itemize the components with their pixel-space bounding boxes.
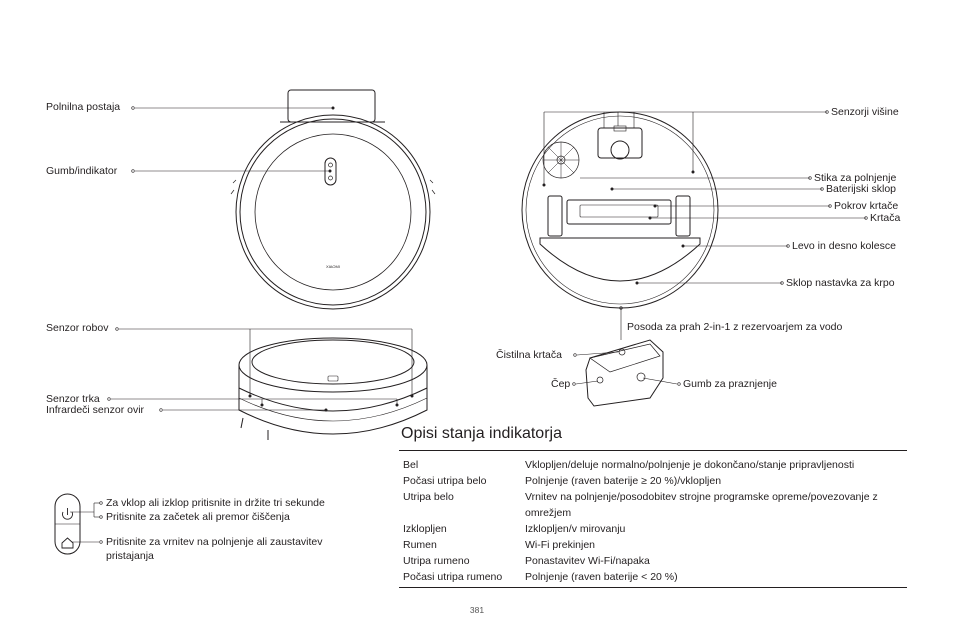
button-legend-drawing xyxy=(54,493,81,555)
desc-cell: Wi-Fi prekinjen xyxy=(525,539,596,551)
label-wheels: Levo in desno kolesce xyxy=(792,240,896,252)
label-main-brush: Krtača xyxy=(870,212,901,224)
label-dust-bin: Posoda za prah 2-in-1 z rezervoarjem za … xyxy=(627,321,843,333)
desc-cell: Polnjenje (raven baterije ≥ 20 %)/vklopl… xyxy=(525,475,722,487)
state-cell: Rumen xyxy=(403,539,437,551)
label-plug: Čep xyxy=(551,378,571,390)
robot-side-view xyxy=(238,337,428,440)
label-button-indicator: Gumb/indikator xyxy=(46,165,118,177)
legend-power-line1: Za vklop ali izklop pritisnite in držite… xyxy=(106,497,325,509)
state-cell: Bel xyxy=(403,459,419,471)
table-top-rule xyxy=(399,450,907,451)
desc-cell: Vrnitev na polnjenje/posodobitev strojne… xyxy=(525,491,878,519)
table-row: Bel Vklopljen/deluje normalno/polnjenje j… xyxy=(403,457,905,473)
dust-bin-drawing xyxy=(585,339,664,407)
label-collision-sensor: Senzor trka xyxy=(46,393,100,405)
brand-mark: XIAOMI xyxy=(326,264,340,269)
desc-cell: Polnjenje (raven baterije < 20 %) xyxy=(525,571,678,583)
legend-power-line2: Pritisnite za začetek ali premor čiščenj… xyxy=(106,511,290,523)
state-cell: Počasi utripa belo xyxy=(403,475,487,487)
robot-top-view: XIAOMI xyxy=(230,89,436,310)
label-robot-sensor: Senzor robov xyxy=(46,322,109,334)
label-brush-cover: Pokrov krtače xyxy=(834,200,899,212)
table-row: Rumen Wi-Fi prekinjen xyxy=(403,537,905,553)
table-bottom-rule xyxy=(399,587,907,588)
label-cliff-sensors: Senzorji višine xyxy=(831,106,899,118)
desc-cell: Izklopljen/v mirovanju xyxy=(525,523,626,535)
label-empty-button: Gumb za praznjenje xyxy=(683,378,777,390)
table-row: Izklopljen Izklopljen/v mirovanju xyxy=(403,521,905,537)
state-cell: Utripa rumeno xyxy=(403,555,470,567)
indicator-section-title: Opisi stanja indikatorja xyxy=(401,425,562,442)
robot-bottom-view xyxy=(521,111,719,309)
table-row: Utripa belo Vrnitev na polnjenje/posodobi… xyxy=(403,489,905,521)
page-number: 381 xyxy=(469,605,485,615)
state-cell: Počasi utripa rumeno xyxy=(403,571,503,583)
legend-home-line2: pristajanja xyxy=(106,550,154,562)
desc-cell: Ponastavitev Wi-Fi/napaka xyxy=(525,555,650,567)
table-row: Utripa rumeno Ponastavitev Wi-Fi/napaka xyxy=(403,553,905,569)
legend-home-line1: Pritisnite za vrnitev na polnjenje ali z… xyxy=(106,536,323,548)
state-cell: Utripa belo xyxy=(403,491,454,503)
label-cleaning-brush: Čistilna krtača xyxy=(496,349,562,361)
label-ir-sensor: Infrardeči senzor ovir xyxy=(46,404,145,416)
label-battery-unit: Baterijski sklop xyxy=(826,183,897,195)
table-row: Počasi utripa belo Polnjenje (raven bater… xyxy=(403,473,905,489)
table-row: Počasi utripa rumeno Polnjenje (raven bat… xyxy=(403,569,905,585)
label-mop-assembly: Sklop nastavka za krpo xyxy=(786,277,895,289)
desc-cell: Vklopljen/deluje normalno/polnjenje je d… xyxy=(525,459,855,471)
label-charging-station: Polnilna postaja xyxy=(46,101,121,113)
indicator-table: Bel Vklopljen/deluje normalno/polnjenje j… xyxy=(403,457,905,585)
label-charging-contacts: Stika za polnjenje xyxy=(814,172,897,184)
state-cell: Izklopljen xyxy=(403,523,447,535)
